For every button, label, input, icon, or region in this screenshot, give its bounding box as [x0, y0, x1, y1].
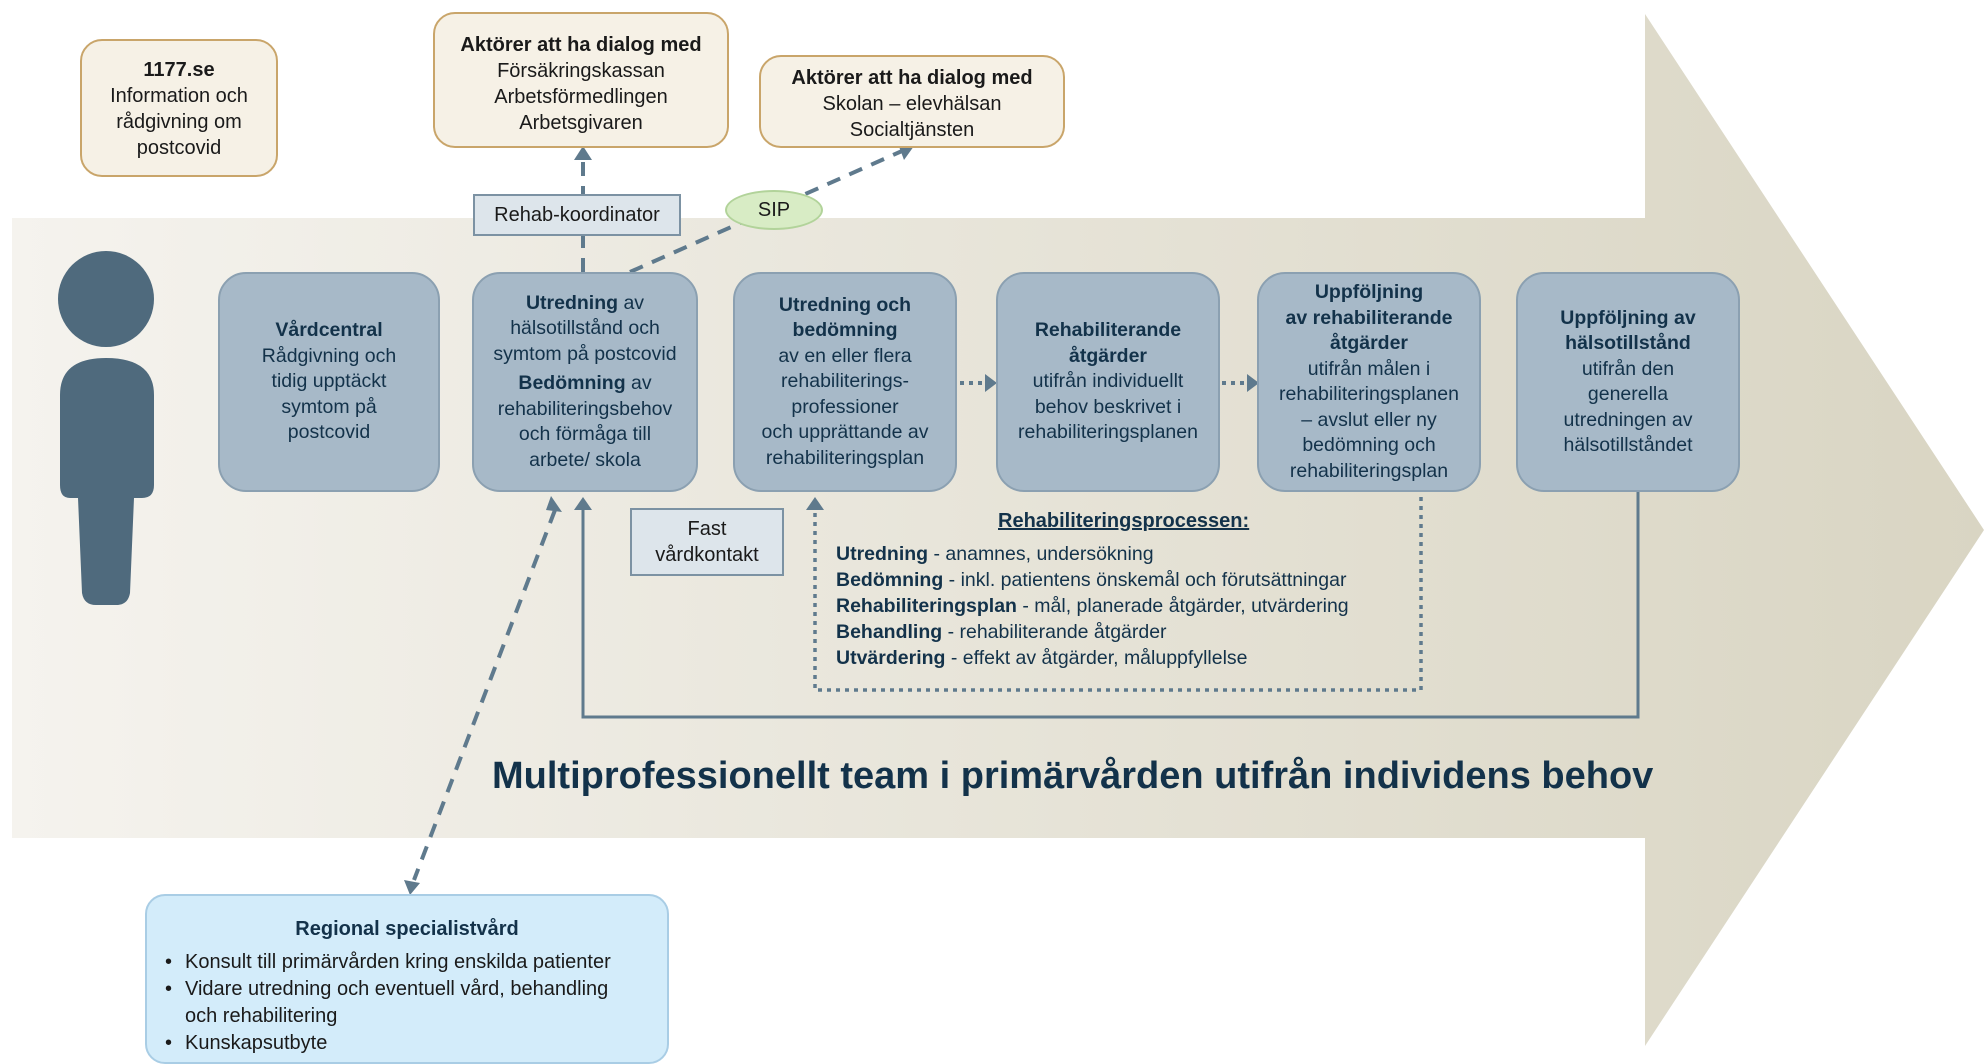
step-2-line: hälsotillstånd och: [510, 317, 660, 340]
rehab-process-item: Utvärdering - effekt av åtgärder, målupp…: [836, 647, 1248, 669]
step-2-line: symtom på postcovid: [493, 342, 677, 365]
arrowhead-regional-top: [546, 496, 562, 512]
step-uppfoljning-halsotillstand: Uppföljning av hälsotillstånd utifrån de…: [1516, 272, 1740, 492]
fast-vardkontakt-line: Fast: [687, 518, 727, 540]
info-box-line: Information och: [110, 85, 248, 107]
step-5-line: utifrån målen i: [1307, 357, 1431, 380]
regional-title: Regional specialistvård: [295, 918, 519, 940]
step-3-line: rehabiliterings-: [781, 370, 909, 393]
step-3-line: och upprättande av: [761, 421, 929, 444]
sip-text: SIP: [757, 199, 791, 221]
regional-item: Konsult till primärvården kring enskilda…: [165, 949, 667, 976]
step-2-title: Utredning: [525, 291, 619, 314]
team-title: Multiprofessionellt team i primärvården …: [492, 755, 1654, 797]
dotted-feedback-arrowhead: [806, 497, 824, 510]
step-6-title: Uppföljning av: [1560, 306, 1696, 329]
actors-1-line: Arbetsförmedlingen: [494, 86, 668, 108]
rehab-process-list: Utredning - anamnes, undersökning Bedömn…: [836, 541, 1349, 671]
step-5-title: åtgärder: [1329, 332, 1409, 354]
rehab-process-title: Rehabiliteringsprocessen:: [998, 510, 1250, 532]
step-1-title: Vårdcentral: [275, 319, 383, 342]
step-5-line: rehabiliteringsplan: [1289, 459, 1449, 482]
step-utredning-och-bedomning: Utredning och bedömning av en eller fler…: [733, 272, 957, 492]
step-5-title: av rehabiliterande: [1285, 306, 1453, 329]
solid-feedback-loop: [581, 492, 1640, 719]
actors-1-title: Aktörer att ha dialog med: [460, 34, 702, 56]
dotted-feedback-loop: [813, 497, 1423, 692]
solid-feedback-arrowhead: [574, 497, 592, 510]
step-2-title2: Bedömning: [518, 372, 626, 395]
step-vardcentral: Vårdcentral Rådgivning och tidig upptäck…: [218, 272, 440, 492]
info-box-1177: 1177.se Information och rådgivning om po…: [80, 39, 278, 177]
step-3-line: rehabiliteringsplan: [765, 446, 925, 469]
step-6-line: hälsotillståndet: [1563, 434, 1693, 456]
step-utredning-bedomning: Utredning av hälsotillstånd och symtom p…: [472, 272, 698, 492]
actors-2-line: Skolan – elevhälsan: [822, 93, 1002, 115]
step-3-line: av en eller flera: [778, 344, 912, 367]
fast-vardkontakt-line: vårdkontakt: [655, 544, 759, 566]
step-6-line: utifrån den: [1581, 357, 1675, 380]
regional-list: Konsult till primärvården kring enskilda…: [147, 949, 667, 1057]
step-3-title: Utredning och: [778, 293, 912, 316]
rehab-coordinator-text: Rehab-koordinator: [494, 204, 660, 226]
step-3-title: bedömning: [792, 319, 898, 342]
actors-2-title: Aktörer att ha dialog med: [791, 67, 1033, 89]
step-3-line: professioner: [791, 395, 899, 418]
info-box-title: 1177.se: [143, 59, 215, 81]
step-4-title: åtgärder: [1068, 344, 1148, 367]
rehab-process-item: Rehabiliteringsplan - mål, planerade åtg…: [836, 595, 1349, 617]
person-icon: [58, 251, 154, 605]
step-2-title2-rest: av: [625, 372, 652, 395]
step-6-title: hälsotillstånd: [1565, 332, 1691, 354]
step-2-line: arbete/ skola: [529, 448, 641, 471]
sip-oval: SIP: [725, 190, 823, 230]
regional-specialist-box: Regional specialistvård Konsult till pri…: [145, 894, 669, 1064]
step-5-line: rehabiliteringsplanen: [1279, 383, 1459, 405]
step-1-line: postcovid: [287, 421, 371, 444]
info-box-line: postcovid: [136, 137, 222, 159]
step-6-line: generella: [1587, 383, 1669, 405]
step-2-title-rest: av: [618, 291, 645, 314]
arrowhead-actors-1: [574, 146, 592, 160]
step-rehabiliterande-atgarder: Rehabiliterande åtgärder utifrån individ…: [996, 272, 1220, 492]
step-5-title: Uppföljning: [1314, 281, 1424, 303]
rehab-process-item: Bedömning - inkl. patientens önskemål oc…: [836, 569, 1347, 591]
regional-item: Kunskapsutbyte: [165, 1030, 667, 1057]
dotted-arrowhead-3-4: [985, 374, 997, 392]
step-2-line: och förmåga till: [518, 423, 652, 446]
step-5-line: bedömning och: [1302, 434, 1436, 456]
actors-2-line: Socialtjänsten: [849, 119, 975, 141]
actors-box-2: Aktörer att ha dialog med Skolan – elevh…: [759, 55, 1065, 148]
step-2-line: rehabiliteringsbehov: [497, 397, 673, 420]
actors-box-1: Aktörer att ha dialog med Försäkringskas…: [433, 12, 729, 148]
fast-vardkontakt-label: Fast vårdkontakt: [630, 508, 784, 576]
regional-item: Vidare utredning och eventuell vård, beh…: [165, 976, 667, 1030]
actors-1-line: Försäkringskassan: [497, 60, 665, 82]
info-box-line: rådgivning om: [116, 111, 242, 133]
step-4-line: utifrån individuellt: [1032, 370, 1184, 393]
step-4-line: rehabiliteringsplanen: [1018, 421, 1198, 444]
dotted-arrowhead-4-5: [1247, 374, 1259, 392]
step-1-line: Rådgivning och: [261, 344, 397, 367]
step-4-title: Rehabiliterande: [1034, 319, 1182, 342]
rehab-coordinator-label: Rehab-koordinator: [473, 194, 681, 236]
actors-1-line: Arbetsgivaren: [519, 112, 643, 134]
step-1-line: symtom på: [281, 395, 377, 418]
arrowhead-regional-bottom: [404, 880, 420, 895]
step-4-line: behov beskrivet i: [1034, 395, 1182, 418]
step-5-line: – avslut eller ny: [1301, 408, 1437, 431]
connector-to-regional: [412, 509, 557, 881]
rehab-process-item: Behandling - rehabiliterande åtgärder: [836, 621, 1167, 643]
step-1-line: tidig upptäckt: [271, 370, 387, 393]
step-uppfoljning-atgarder: Uppföljning av rehabiliterande åtgärder …: [1257, 272, 1481, 492]
rehab-process-item: Utredning - anamnes, undersökning: [836, 543, 1154, 565]
step-6-line: utredningen av: [1563, 408, 1693, 431]
